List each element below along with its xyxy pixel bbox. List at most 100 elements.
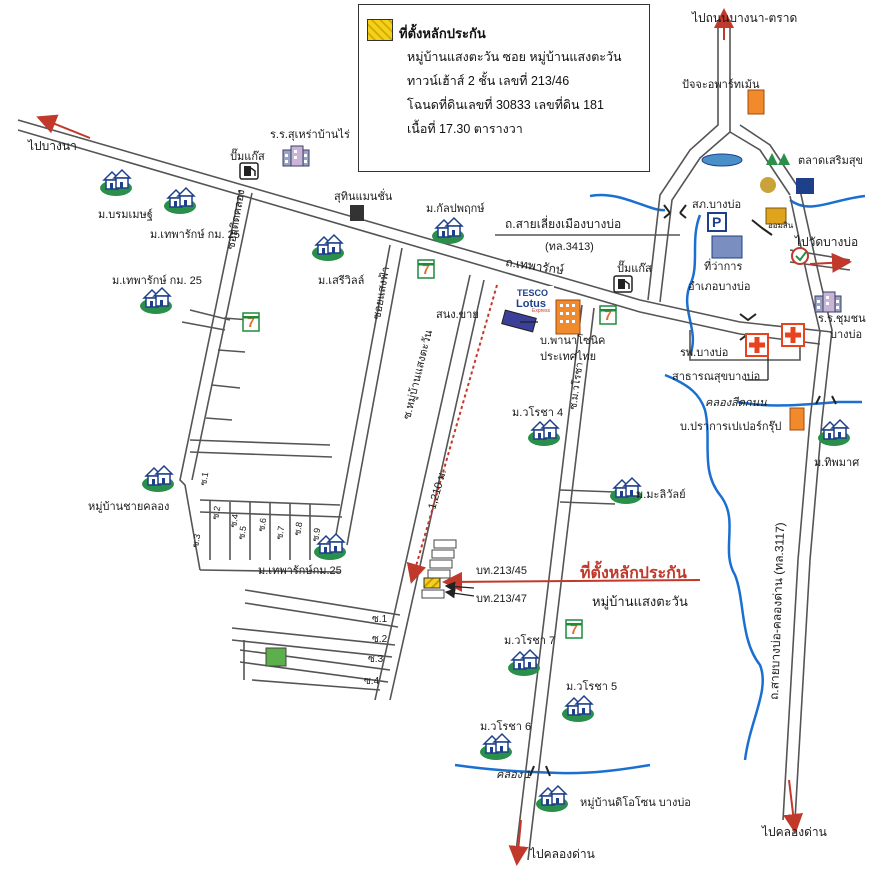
label-woraja5: ม.วโรชา 5 — [566, 679, 617, 693]
school-building-icon — [814, 291, 842, 313]
house-icon-woraja7 — [507, 649, 541, 677]
collateral-swatch-icon — [367, 19, 393, 41]
legend-title: ที่ตั้งหลักประกัน — [399, 26, 486, 41]
svg-text:ซ.3: ซ.3 — [190, 533, 202, 548]
gas-station-icon — [613, 275, 633, 293]
label-thippamas: ม.ทิพมาศ — [814, 457, 859, 469]
label-lotus: Lotus — [516, 298, 546, 310]
district-office-icon — [711, 235, 743, 259]
label-panasonic1: บ.พานาโซนิค — [540, 333, 605, 347]
svg-text:ซ.4: ซ.4 — [364, 676, 380, 687]
label-to-khlong-dan-bottom: ไปคลองด่าน — [529, 847, 595, 861]
label-collateral-location: ที่ตั้งหลักประกัน — [580, 560, 687, 582]
label-serivilla: ม.เสรีวิลล์ — [318, 274, 364, 287]
soi-labels-south: ซ.1 ซ.2 ซ.3 ซ.4 — [364, 614, 388, 687]
label-collateral-village: หมู่บ้านแสงตะวัน — [592, 594, 688, 610]
house-icon-kanlapaphruek — [431, 217, 465, 245]
label-gas2: ปั๊มแก๊ส — [617, 260, 652, 275]
label-route3117: ถ.สายบางบ่อ-คลองด่าน (ทล.3117) — [767, 522, 787, 700]
label-school-sukhrao: ร.ร.สุเหร่าบ้านไร่ — [270, 128, 350, 141]
svg-text:ซ.5: ซ.5 — [236, 525, 248, 540]
label-to-bangna-trat: ไปถนนบางนา-ตราด — [691, 11, 797, 25]
label-woraja6: ม.วโรชา 6 — [480, 719, 531, 733]
label-to-khlong-dan-right: ไปคลองด่าน — [761, 825, 827, 839]
house-icon-saikhlong — [141, 465, 175, 493]
label-malivan: ม.มะลิวัลย์ — [636, 488, 686, 501]
svg-text:ซ.7: ซ.7 — [274, 525, 286, 540]
soi-labels-west: ซ.1 ซ.2 ซ.3 ซ.4 ซ.5 ซ.6 ซ.7 ซ.8 ซ.9 — [190, 471, 322, 548]
label-pipe-group: บ.ปราการเปเปอร์กรุ๊ป — [680, 420, 781, 433]
label-gas1: ปั๊มแก๊ส — [230, 148, 265, 163]
label-route3413: (ทล.3413) — [545, 241, 594, 253]
collateral-location-marker — [423, 577, 441, 589]
parking-icon — [707, 212, 727, 232]
bank-logo-icon — [791, 247, 809, 265]
label-lotus-sub: Express — [532, 308, 551, 314]
label-bypass: ถ.สายเลี่ยงเมืองบางบ่อ — [505, 215, 621, 231]
label-saikhlong: หมู่บ้านชายคลอง — [88, 501, 169, 513]
label-dio-zone: หมู่บ้านดิโอโซน บางบ่อ — [580, 795, 691, 809]
svg-text:ซ.3: ซ.3 — [368, 654, 384, 665]
label-kanlapaphruek: ม.กัลปพฤกษ์ — [426, 202, 485, 215]
label-district-office2: อำเภอบางบ่อ — [688, 281, 751, 293]
label-health-office: สาธารณสุขบางบ่อ — [672, 371, 760, 383]
svg-text:ซ.4: ซ.4 — [228, 513, 240, 528]
label-soi-saengtawan: ซ.หมู่บ้านแสงตะวัน — [401, 328, 435, 420]
label-distance: 1,210 ม. — [426, 468, 449, 511]
label-thepharak25c: ม.เทพารักษ์กม.25 — [258, 564, 342, 577]
house-icon-thepharak25a — [163, 187, 197, 215]
label-school-chumchon2: บางบ่อ — [830, 329, 862, 341]
fish-icon — [701, 153, 743, 167]
svg-text:ซ.1: ซ.1 — [372, 614, 388, 625]
label-khlong-sidkanon: คลองสีดกนน — [705, 396, 767, 409]
government-icons — [707, 207, 809, 265]
label-soi-tidkhlong: ซอยติดคลอง — [225, 188, 247, 250]
seven-eleven-icon — [242, 312, 260, 332]
svg-text:ซ.9: ซ.9 — [310, 527, 322, 542]
label-panasonic2: ประเทศไทย — [540, 350, 596, 363]
label-woraja4: ม.วโรชา 4 — [512, 405, 563, 419]
coin-icon — [760, 177, 776, 193]
gas-station-icon — [239, 162, 259, 180]
svg-text:ซ.8: ซ.8 — [292, 521, 304, 536]
label-khlong1: คลอง 1 — [496, 769, 531, 781]
label-bt213-45: บท.213/45 — [476, 565, 527, 577]
mansion-icon — [350, 205, 364, 221]
label-tesco: TESCO — [517, 288, 548, 298]
house-icon-thepharak25b — [139, 287, 173, 315]
townhouse-rows — [421, 539, 457, 599]
label-boromes: ม.บรมเมษฐ์ — [98, 208, 153, 221]
svg-text:ซ.6: ซ.6 — [256, 517, 268, 532]
label-studio: สุทินแมนชั่น — [334, 188, 393, 203]
road-network — [17, 20, 851, 861]
label-district-office1: ที่ว่าการ — [704, 258, 742, 273]
svg-text:ซ.2: ซ.2 — [372, 634, 388, 645]
label-sanong-khai: สนง.ขาย — [436, 309, 479, 321]
house-icon-woraja5 — [561, 695, 595, 723]
house-icon-thippamas — [817, 419, 851, 447]
legend-box: ที่ตั้งหลักประกัน หมู่บ้านแสงตะวัน ซอย ห… — [358, 4, 650, 172]
seven-eleven-icon — [417, 259, 435, 279]
bank-icon — [796, 178, 814, 194]
label-arrows — [444, 321, 769, 599]
direction-arrows — [36, 8, 852, 866]
legend-line-3: โฉนดที่ดินเลขที่ 30833 เลขที่ดิน 181 — [407, 98, 604, 112]
label-woraja7: ม.วโรชา 7 — [504, 633, 555, 647]
gsb-icon — [765, 207, 787, 225]
apartment-icon — [747, 89, 765, 115]
label-market: ตลาดเสริมสุข — [798, 155, 863, 167]
house-icon-serivilla — [311, 234, 345, 262]
market-icons — [701, 153, 814, 194]
seven-eleven-icon — [599, 305, 617, 325]
legend-line-1: หมู่บ้านแสงตะวัน ซอย หมู่บ้านแสงตะวัน — [407, 50, 622, 64]
svg-text:ซ.2: ซ.2 — [210, 505, 222, 520]
house-icon-woraja6 — [479, 733, 513, 761]
label-parking: P — [712, 214, 721, 230]
label-thepharak: ถ.เทพารักษ์ — [505, 255, 566, 277]
house-icon-woraja4 — [527, 419, 561, 447]
label-police: สภ.บางบ่อ — [692, 199, 741, 211]
legend-line-2: ทาวน์เฮ้าส์ 2 ชั้น เลขที่ 213/46 — [407, 74, 570, 88]
label-soi-saengfah: ซอยแสงฟ้า — [371, 266, 392, 321]
health-office-icon — [781, 323, 805, 347]
